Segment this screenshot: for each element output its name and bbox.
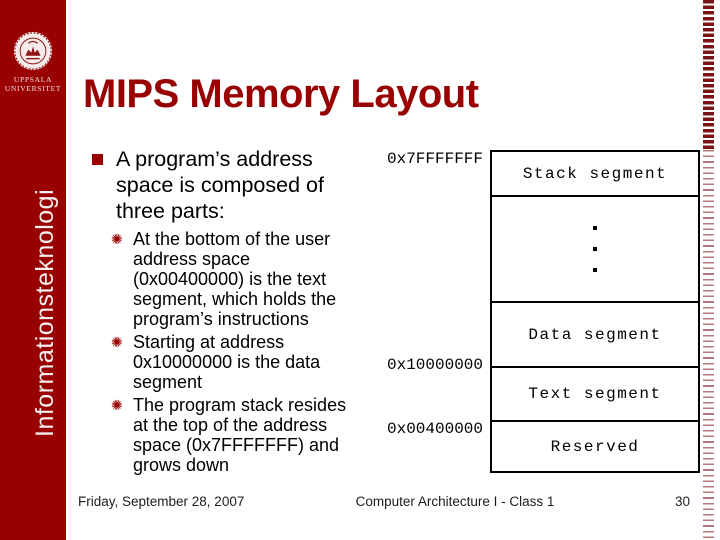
memory-segment-stack: Stack segment — [492, 152, 698, 195]
sub-bullet-text: At the bottom of the user address space … — [133, 229, 337, 329]
asterisk-bullet-icon: ✺ — [111, 397, 123, 413]
memory-segment-reserved: Reserved — [492, 420, 698, 471]
memory-segment-data: Data segment — [492, 301, 698, 366]
square-bullet-icon — [92, 154, 103, 165]
memory-segment-text: Text segment — [492, 366, 698, 420]
page-number: 30 — [674, 494, 690, 509]
dashed-border-top — [703, 0, 714, 150]
memory-segment-growth-area — [492, 195, 698, 301]
sub-bullet-list: ✺ At the bottom of the user address spac… — [111, 229, 346, 478]
uppsala-university-seal-icon — [13, 31, 53, 71]
main-bullet: A program’s address space is composed of… — [92, 146, 324, 224]
university-name-line1: UPPSALA — [13, 75, 53, 84]
address-label-stack-top: 0x7FFFFFFF — [386, 150, 483, 168]
segment-label: Text segment — [528, 385, 662, 403]
ellipsis-dot-icon — [593, 268, 597, 272]
sub-bullet-text: The program stack resides at the top of … — [133, 395, 347, 475]
department-vertical-label: Informationsteknologi — [31, 188, 59, 437]
university-name-line2: UNIVERSITET — [4, 84, 62, 93]
asterisk-bullet-icon: ✺ — [111, 334, 123, 350]
address-label-text-start: 0x00400000 — [386, 420, 483, 438]
university-name: UPPSALA UNIVERSITET — [0, 75, 66, 93]
dashed-border-strip — [703, 0, 714, 540]
sub-bullet-text: Starting at address 0x10000000 is the da… — [133, 332, 321, 392]
slide-title: MIPS Memory Layout — [83, 72, 479, 116]
memory-layout-diagram: Stack segment Data segment Text segment … — [490, 150, 700, 473]
ellipsis-dot-icon — [593, 247, 597, 251]
asterisk-bullet-icon: ✺ — [111, 231, 123, 247]
footer-course: Computer Architecture I - Class 1 — [355, 494, 555, 509]
footer-date: Friday, September 28, 2007 — [78, 494, 245, 509]
university-logo-block: UPPSALA UNIVERSITET — [0, 30, 66, 93]
ellipsis-dot-icon — [593, 226, 597, 230]
list-item: ✺ The program stack resides at the top o… — [111, 395, 346, 475]
dashed-border-bottom — [703, 150, 714, 540]
segment-label: Data segment — [528, 325, 662, 344]
sidebar: UPPSALA UNIVERSITET Informationsteknolog… — [0, 0, 66, 540]
list-item: ✺ Starting at address 0x10000000 is the … — [111, 332, 346, 392]
address-label-data-start: 0x10000000 — [386, 356, 483, 374]
list-item: ✺ At the bottom of the user address spac… — [111, 229, 346, 329]
segment-label: Reserved — [550, 437, 640, 456]
segment-label: Stack segment — [522, 164, 668, 183]
main-bullet-text: A program’s address space is composed of… — [116, 147, 324, 223]
